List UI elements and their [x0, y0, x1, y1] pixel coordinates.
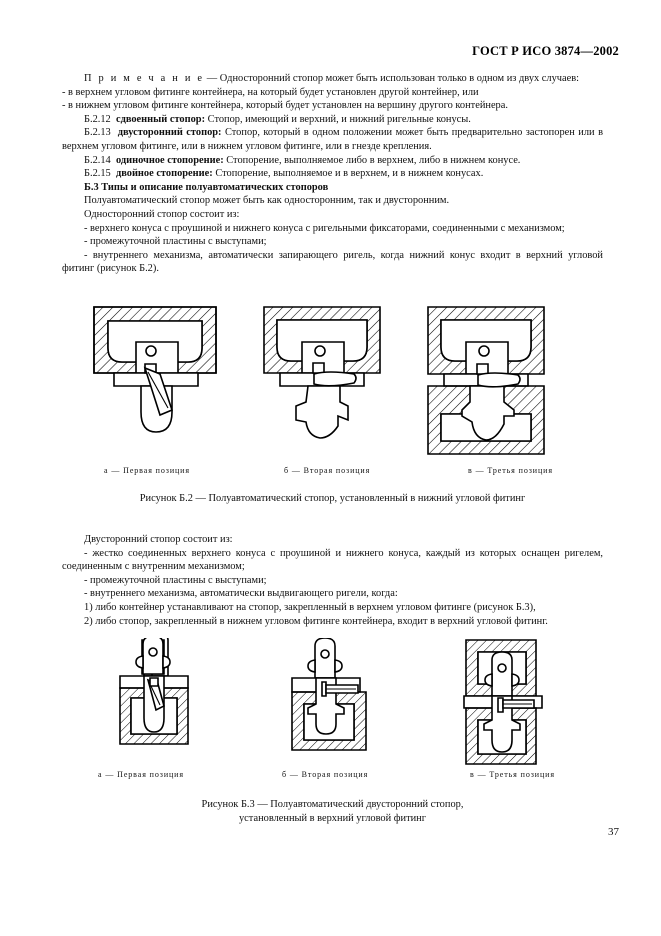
oneside-item-3: - внутреннего механизма, автоматически з…: [62, 249, 603, 275]
oneside-item-1: - верхнего конуса с проушиной и нижнего …: [84, 222, 565, 234]
clause-term: одиночное стопорение:: [115, 154, 224, 166]
clause-b2-14: Б.2.14 одиночное стопорение: Стопорение,…: [62, 154, 603, 168]
note-bullet-2: - в нижнем угловом фитинге контейнера, к…: [62, 100, 508, 112]
clause-text: Стопор, который в одном положении может …: [62, 127, 603, 152]
figure-b2-caption: Рисунок Б.2 — Полуавтоматический стопор,…: [139, 493, 526, 504]
note-text: — Односторонний стопор может быть исполь…: [204, 73, 580, 84]
document-body-lower: Двусторонний стопор состоит из: - жестко…: [62, 533, 603, 628]
paragraph-twoside-intro: Двусторонний стопор состоит из:: [84, 534, 233, 545]
twoside-item-1: - жестко соединенных верхнего конуса с п…: [62, 547, 603, 573]
section-heading-b3: Б.3 Типы и описание полуавтоматических с…: [84, 181, 329, 193]
note-label: П р и м е ч а н и е: [84, 73, 205, 84]
figure-b3-sublabel-c: в — Третья позиция: [470, 770, 555, 779]
clause-term: двусторонний стопор:: [117, 127, 222, 139]
twoside-numbered-2: 2) либо стопор, закрепленный в нижнем уг…: [84, 615, 548, 627]
figure-b2-panel-b: [258, 302, 398, 462]
clause-number: Б.2.14: [84, 154, 111, 166]
oneside-item-2: - промежуточной пластины с выступами;: [84, 236, 267, 248]
note-bullet-1: - в верхнем угловом фитинге контейнера, …: [62, 86, 479, 98]
clause-b2-12: Б.2.12 сдвоенный стопор: Стопор, имеющий…: [62, 113, 603, 127]
figure-b2-panels: [62, 302, 603, 462]
figure-b2-sublabels: а — Первая позиция б — Вторая позиция в …: [62, 466, 603, 480]
paragraph-semiautomatic: Полуавтоматический стопор может быть как…: [84, 195, 450, 207]
clause-number: Б.2.15: [84, 168, 111, 180]
figure-b2-sublabel-b: б — Вторая позиция: [284, 466, 371, 475]
figure-b3-sublabel-b: б — Вторая позиция: [282, 770, 369, 779]
clause-text: Стопорение, выполняемое и в верхнем, и в…: [212, 168, 484, 180]
twoside-numbered-1: 1) либо контейнер устанавливают на стопо…: [84, 601, 536, 613]
twoside-item-2: - промежуточной пластины с выступами;: [84, 574, 267, 586]
paragraph-oneside-intro: Односторонний стопор состоит из:: [84, 208, 240, 220]
figure-b3-sublabels: а — Первая позиция б — Вторая позиция в …: [62, 770, 603, 784]
clause-text: Стопорение, выполняемое либо в верхнем, …: [223, 154, 521, 166]
figure-b3-caption-line2: установленный в верхний угловой фитинг: [238, 813, 426, 824]
figure-b2-panel-c: [422, 302, 572, 462]
figure-b2-sublabel-a: а — Первая позиция: [104, 466, 190, 475]
figure-b2-panel-a: [88, 302, 228, 462]
page-header-standard-number: ГОСТ Р ИСО 3874—2002: [472, 44, 619, 58]
clause-term: двойное стопорение:: [115, 168, 213, 180]
twoside-item-3: - внутреннего механизма, автоматически в…: [84, 588, 398, 600]
figure-b3-panels: [62, 638, 603, 768]
figure-b3-caption-line1: Рисунок Б.3 — Полуавтоматический двустор…: [201, 799, 464, 810]
clause-b2-15: Б.2.15 двойное стопорение: Стопорение, в…: [62, 167, 603, 181]
clause-b2-13: Б.2.13 двусторонний стопор: Стопор, кото…: [62, 126, 603, 153]
figure-b3: а — Первая позиция б — Вторая позиция в …: [62, 638, 603, 826]
document-body: П р и м е ч а н и е — Односторонний стоп…: [62, 72, 603, 276]
page-number: 37: [608, 826, 619, 838]
figure-b3-panel-c: [446, 638, 586, 768]
figure-b3-panel-a: [112, 638, 242, 768]
clause-term: сдвоенный стопор:: [115, 113, 206, 125]
clause-number: Б.2.13: [84, 127, 111, 139]
clause-text: Стопор, имеющий и верхний, и нижний риге…: [205, 113, 471, 125]
figure-b3-panel-b: [284, 638, 414, 768]
note-paragraph: П р и м е ч а н и е — Односторонний стоп…: [62, 72, 603, 86]
clause-number: Б.2.12: [84, 113, 111, 125]
figure-b2: а — Первая позиция б — Вторая позиция в …: [62, 302, 603, 506]
figure-b2-sublabel-c: в — Третья позиция: [468, 466, 553, 475]
figure-b3-sublabel-a: а — Первая позиция: [98, 770, 184, 779]
